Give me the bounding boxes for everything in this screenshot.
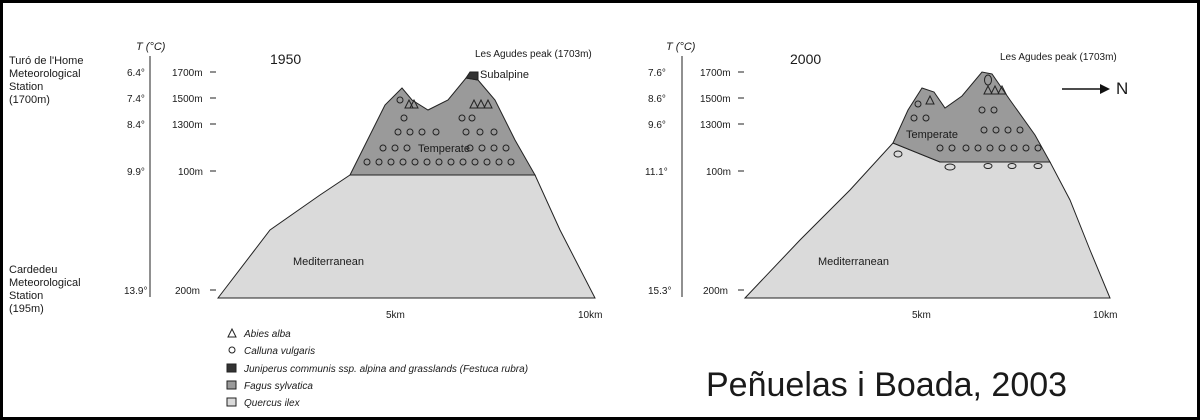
cardedeu-line-1: Cardedeu — [9, 264, 57, 276]
temp-1500-2000: 8.6° — [648, 94, 666, 105]
temp-100-2000: 11.1° — [645, 167, 668, 178]
temp-1700-2000: 7.6° — [648, 68, 666, 79]
temp-1300-2000: 9.6° — [648, 120, 666, 131]
x-tick-5km-2000: 5km — [912, 310, 931, 321]
turo-line-2: Meteorological — [9, 68, 81, 80]
alt-1500-2000: 1500m — [700, 94, 731, 105]
turo-line-4: (1700m) — [9, 94, 50, 106]
cardedeu-line-2: Meteorological — [9, 277, 81, 289]
north-arrow-icon — [1062, 84, 1110, 94]
cardedeu-line-3: Station — [9, 290, 43, 302]
x-tick-10km-2000: 10km — [1093, 310, 1117, 321]
mediterranean-zone-1950 — [216, 174, 596, 299]
t-axis-title-2000: T (°C) — [666, 41, 696, 53]
temperate-label-1950: Temperate — [418, 143, 470, 155]
panel-1950: T (°C) 6.4° 7.4° 8.4° 9.9° 13.9° 1700m 1… — [124, 41, 602, 321]
t-axis-title-1950: T (°C) — [136, 41, 166, 53]
mid-square-icon — [226, 380, 237, 390]
temperate-zone-2000 — [892, 71, 1051, 163]
alt-100-2000: 100m — [706, 167, 731, 178]
year-1950: 1950 — [270, 51, 301, 67]
svg-text:Abies alba: Abies alba — [243, 329, 291, 340]
alt-1500-1950: 1500m — [172, 94, 203, 105]
circle-icon — [228, 346, 236, 354]
svg-text:Juniperus communis ssp. alpina: Juniperus communis ssp. alpina and grass… — [243, 364, 528, 375]
light-square-icon — [226, 397, 237, 407]
abies-markers-1950 — [404, 98, 493, 109]
temp-1700-1950: 6.4° — [127, 68, 145, 79]
turo-line-1: Turó de l'Home — [9, 55, 83, 67]
legend-item-calluna: Calluna vulgaris — [228, 346, 315, 357]
panel-2000: T (°C) 7.6° 8.6° 9.6° 11.1° 15.3° 1700m … — [645, 41, 1128, 321]
x-tick-5km-1950: 5km — [386, 310, 405, 321]
calluna-markers-2000 — [893, 74, 1043, 171]
alt-100-1950: 100m — [178, 167, 203, 178]
turo-line-3: Station — [9, 81, 43, 93]
alt-1700-2000: 1700m — [700, 68, 731, 79]
alt-1700-1950: 1700m — [172, 68, 203, 79]
legend-item-quercus: Quercus ilex — [226, 397, 301, 409]
dark-square-icon — [226, 363, 237, 373]
legend: Abies alba Calluna vulgaris Juniperus co… — [226, 327, 528, 409]
legend-item-fagus: Fagus sylvatica — [226, 380, 313, 392]
alt-200-2000: 200m — [703, 286, 728, 297]
subalpine-zone-1950 — [465, 71, 479, 81]
cardedeu-station-label: Cardedeu Meteorological Station (195m) — [9, 264, 81, 315]
citation-credit: Peñuelas i Boada, 2003 — [706, 366, 1067, 404]
peak-label-1950: Les Agudes peak (1703m) — [475, 49, 592, 60]
calluna-markers-1950 — [363, 96, 515, 166]
temp-200-2000: 15.3° — [648, 286, 671, 297]
subalpine-label-1950: Subalpine — [480, 69, 529, 81]
svg-text:Fagus sylvatica: Fagus sylvatica — [244, 381, 313, 392]
temp-1500-1950: 7.4° — [127, 94, 145, 105]
legend-item-abies: Abies alba — [227, 327, 291, 340]
peak-label-2000: Les Agudes peak (1703m) — [1000, 52, 1117, 63]
mediterranean-label-2000: Mediterranean — [818, 256, 889, 268]
alt-1300-2000: 1300m — [700, 120, 731, 131]
mediterranean-zone-2000 — [743, 142, 1111, 299]
mediterranean-label-1950: Mediterranean — [293, 256, 364, 268]
abies-markers-2000 — [925, 84, 1007, 105]
alt-200-1950: 200m — [175, 286, 200, 297]
year-2000: 2000 — [790, 51, 821, 67]
x-tick-10km-1950: 10km — [578, 310, 602, 321]
svg-text:Calluna vulgaris: Calluna vulgaris — [244, 346, 315, 357]
temp-1300-1950: 8.4° — [127, 120, 145, 131]
turo-station-label: Turó de l'Home Meteorological Station (1… — [9, 55, 83, 106]
alt-1300-1950: 1300m — [172, 120, 203, 131]
temperate-zone-1950 — [349, 77, 536, 176]
svg-text:Quercus ilex: Quercus ilex — [244, 398, 301, 409]
legend-item-juniperus: Juniperus communis ssp. alpina and grass… — [226, 363, 528, 375]
north-label: N — [1116, 79, 1128, 98]
cardedeu-line-4: (195m) — [9, 303, 44, 315]
triangle-icon — [227, 327, 237, 338]
temp-200-1950: 13.9° — [124, 286, 147, 297]
temperate-label-2000: Temperate — [906, 129, 958, 141]
temp-100-1950: 9.9° — [127, 167, 145, 178]
